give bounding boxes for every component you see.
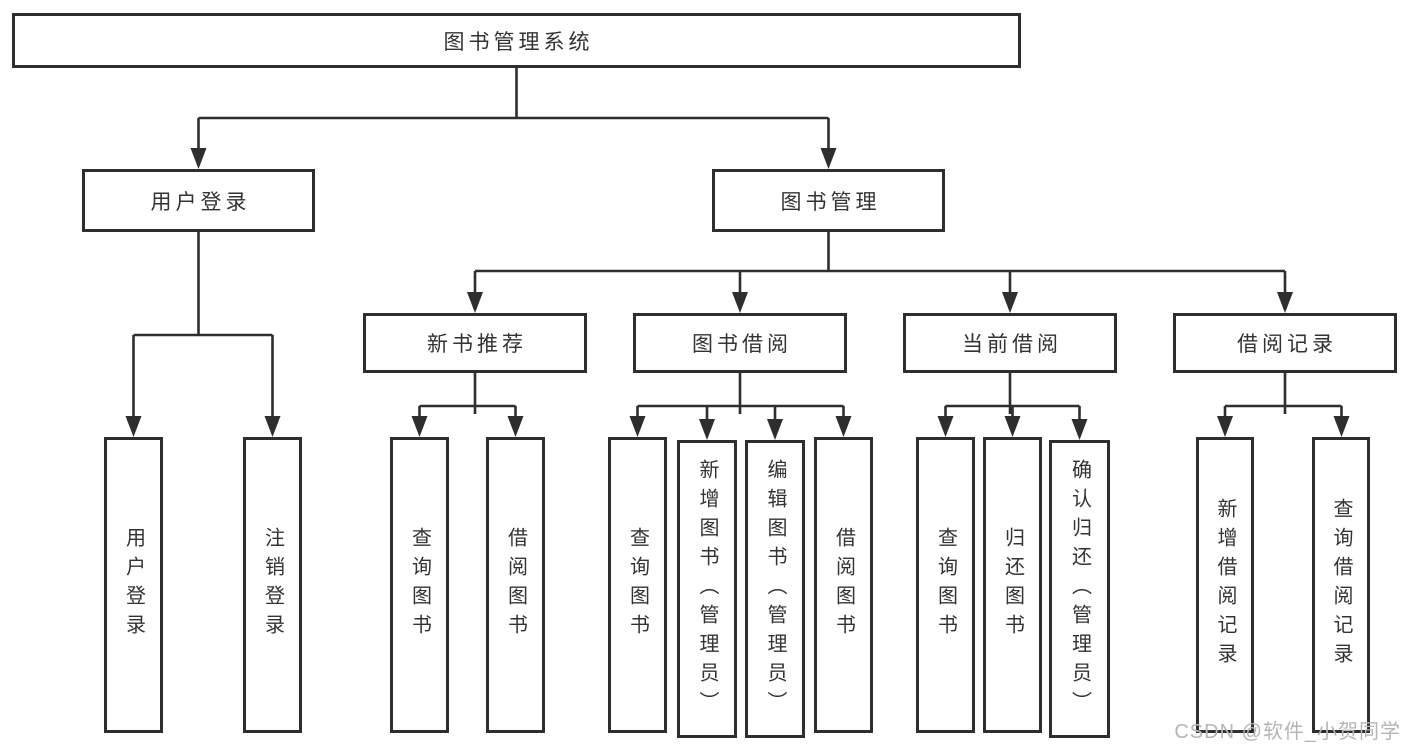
- node-new-book-recommend: 新书推荐: [363, 313, 587, 373]
- node-label: 查询借阅记录: [1330, 498, 1352, 672]
- leaf-user-login: 用户登录: [104, 437, 163, 733]
- node-label: 图书借阅: [692, 333, 792, 356]
- leaf-query-books-current: 查询图书: [916, 437, 975, 733]
- node-label: 新增图书（管理员）: [696, 458, 718, 720]
- node-label: 新书推荐: [427, 333, 527, 356]
- node-label: 借阅记录: [1237, 333, 1337, 356]
- leaf-add-borrow-record: 新增借阅记录: [1196, 437, 1254, 733]
- leaf-add-books-admin: 新增图书（管理员）: [677, 440, 737, 738]
- node-label: 注销登录: [261, 527, 284, 643]
- node-library-system: 图书管理系统: [12, 13, 1021, 68]
- node-label: 借阅图书: [504, 527, 527, 643]
- node-label: 图书管理: [780, 190, 881, 214]
- node-user-login: 用户登录: [82, 169, 315, 232]
- node-current-borrow: 当前借阅: [903, 313, 1117, 373]
- leaf-borrow-books: 借阅图书: [814, 437, 873, 733]
- node-label: 查询图书: [626, 527, 649, 643]
- node-label: 确认归还（管理员）: [1068, 458, 1091, 720]
- node-label: 查询图书: [934, 527, 957, 643]
- node-label: 查询图书: [408, 527, 431, 643]
- leaf-confirm-return-admin: 确认归还（管理员）: [1049, 440, 1110, 738]
- leaf-logout: 注销登录: [243, 437, 302, 733]
- node-label: 用户登录: [122, 527, 145, 643]
- leaf-query-borrow-record: 查询借阅记录: [1312, 437, 1370, 733]
- leaf-query-books-recommend: 查询图书: [390, 437, 449, 733]
- leaf-query-books-borrow: 查询图书: [608, 437, 667, 733]
- leaf-borrow-books-recommend: 借阅图书: [486, 437, 545, 733]
- node-label: 图书管理系统: [443, 30, 594, 54]
- node-label: 借阅图书: [832, 527, 855, 643]
- node-label: 新增借阅记录: [1214, 498, 1236, 672]
- watermark: CSDN @软件_小贺同学: [1174, 721, 1401, 743]
- node-borrow-records: 借阅记录: [1173, 313, 1397, 373]
- arrowheads: [125, 148, 1350, 440]
- node-book-management: 图书管理: [712, 169, 945, 232]
- node-label: 用户登录: [150, 190, 251, 214]
- node-label: 编辑图书（管理员）: [764, 458, 786, 720]
- node-label: 归还图书: [1001, 527, 1024, 643]
- node-book-borrow: 图书借阅: [633, 313, 847, 373]
- node-label: 当前借阅: [962, 333, 1062, 356]
- leaf-edit-books-admin: 编辑图书（管理员）: [745, 440, 805, 738]
- leaf-return-books: 归还图书: [983, 437, 1042, 733]
